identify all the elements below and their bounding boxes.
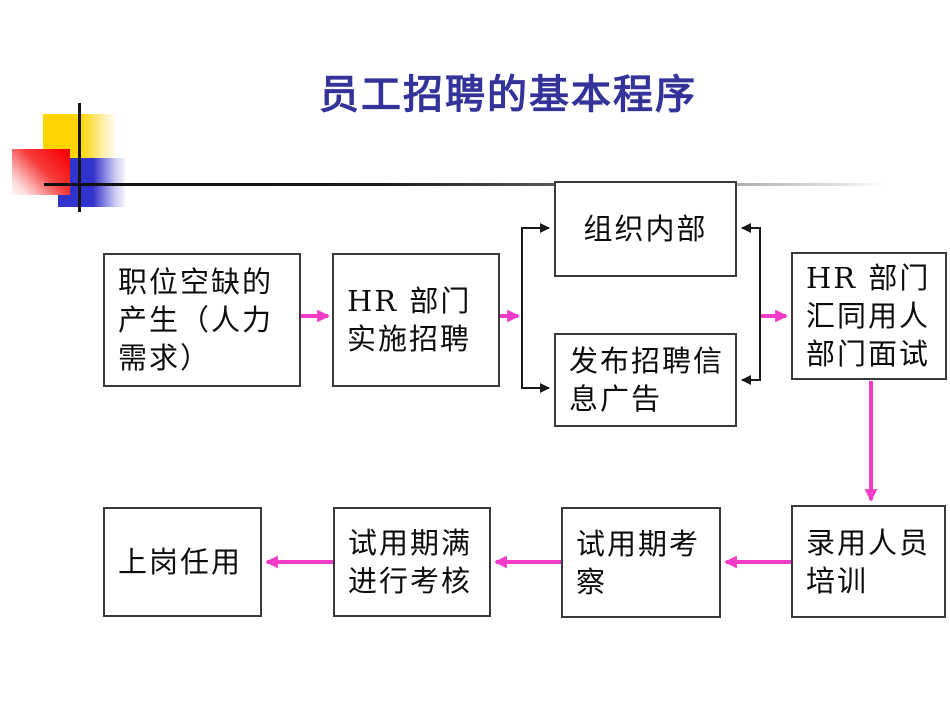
flow-node-internal: 组织内部 bbox=[554, 181, 737, 277]
flow-node-employment: 上岗任用 bbox=[103, 507, 262, 617]
decor-red-square bbox=[12, 149, 70, 195]
slide-title: 员工招聘的基本程序 bbox=[319, 71, 697, 118]
flow-node-joint-interview-label: HR 部门 汇同用人 部门面试 bbox=[806, 261, 931, 371]
flow-node-hr-implement-label: HR 部门 实施招聘 bbox=[347, 284, 472, 356]
flow-node-joint-interview: HR 部门 汇同用人 部门面试 bbox=[791, 252, 947, 380]
decor-vertical-line bbox=[78, 103, 81, 212]
flow-node-vacancy: 职位空缺的 产生（人力 需求） bbox=[103, 253, 301, 387]
flow-node-advertise-label: 发布招聘信 息广告 bbox=[569, 344, 725, 416]
flow-node-hire-training-label: 录用人员 培训 bbox=[806, 525, 931, 598]
flow-node-probation-observe: 试用期考 察 bbox=[561, 507, 721, 618]
flow-node-hr-implement: HR 部门 实施招聘 bbox=[332, 253, 500, 387]
flow-node-probation-observe-label: 试用期考 察 bbox=[576, 526, 701, 599]
flow-node-employment-label: 上岗任用 bbox=[118, 545, 243, 579]
flow-node-internal-label: 组织内部 bbox=[583, 212, 708, 246]
title-underline-rule bbox=[44, 183, 885, 186]
flow-node-advertise: 发布招聘信 息广告 bbox=[554, 333, 737, 427]
flow-node-vacancy-label: 职位空缺的 产生（人力 需求） bbox=[118, 265, 274, 375]
flow-node-probation-assess: 试用期满 进行考核 bbox=[333, 507, 491, 617]
flow-node-probation-assess-label: 试用期满 进行考核 bbox=[348, 526, 473, 598]
flow-node-hire-training: 录用人员 培训 bbox=[791, 505, 946, 618]
